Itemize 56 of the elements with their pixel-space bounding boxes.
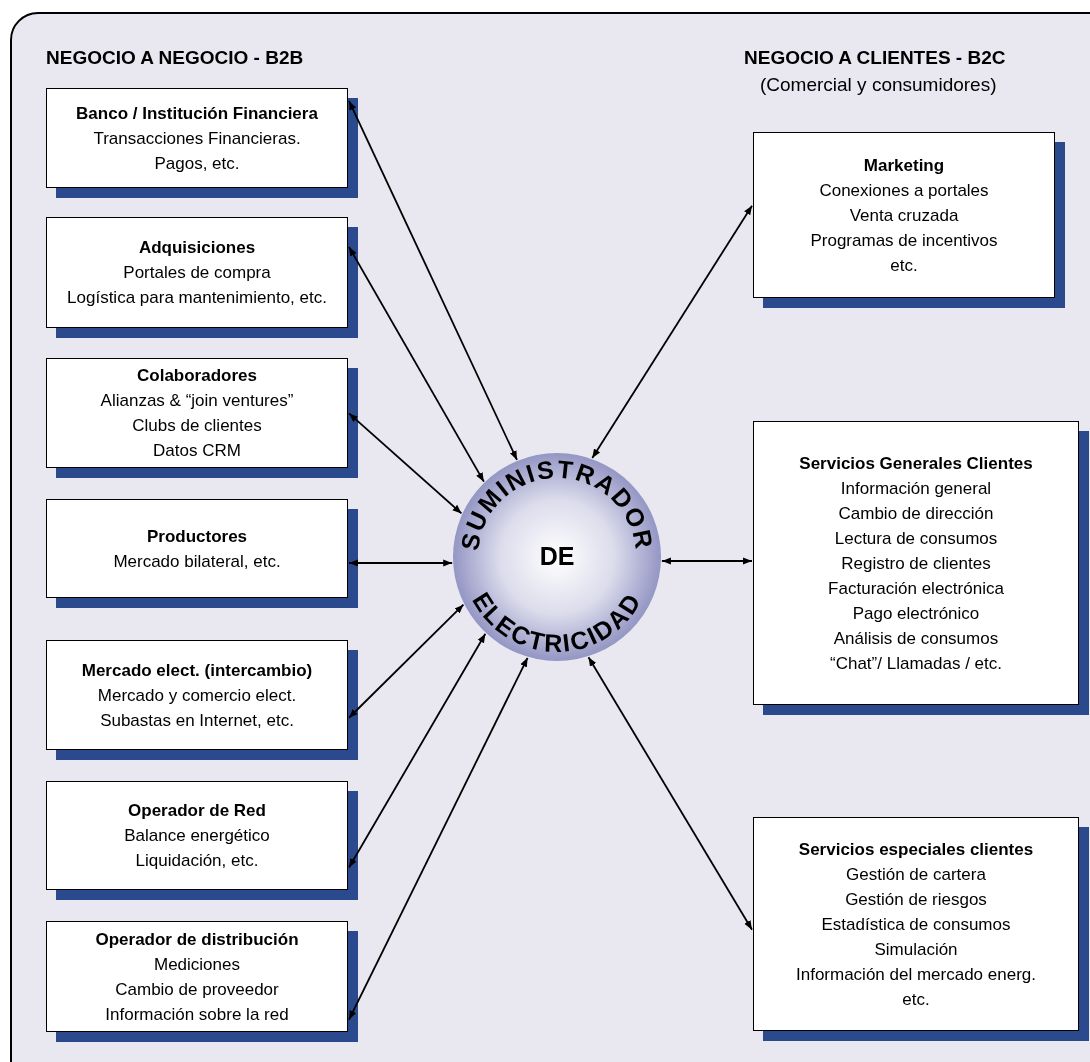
box-text: Mercado y comercio elect. [97, 684, 297, 707]
section-heading: NEGOCIO A CLIENTES - B2C [744, 46, 1006, 70]
box-text: etc. [890, 254, 918, 277]
box-text: Simulación [874, 938, 958, 961]
box-text: Conexiones a portales [819, 179, 989, 202]
double-arrow [591, 204, 753, 459]
box-text: Información general [840, 477, 992, 500]
box-heading: Servicios especiales clientes [798, 838, 1034, 861]
box-text: Análisis de consumos [833, 627, 999, 650]
box-text: Cambio de dirección [838, 502, 994, 525]
box-heading: Servicios Generales Clientes [799, 452, 1033, 475]
double-arrow [348, 603, 465, 719]
box-text: “Chat”/ Llamadas / etc. [830, 652, 1002, 675]
box-text: Gestión de cartera [846, 863, 986, 886]
box-text: Mediciones [154, 953, 240, 976]
box-text: Información del mercado energ. [796, 963, 1036, 986]
box-text: Estadística de consumos [821, 913, 1011, 936]
double-arrow [348, 100, 518, 461]
double-arrow [348, 632, 487, 869]
box-heading: Banco / Institución Financiera [76, 102, 318, 125]
box-text: Programas de incentivos [810, 229, 998, 252]
box-text: Alianzas & “join ventures” [100, 390, 294, 412]
box-heading: Operador de distribución [95, 928, 299, 951]
double-arrow [661, 557, 753, 565]
double-arrow [348, 559, 454, 567]
double-arrow [587, 656, 753, 931]
box-text: Logística para mantenimiento, etc. [67, 287, 327, 309]
box-text: Facturación electrónica [828, 577, 1004, 600]
box-text: Pago electrónico [852, 602, 980, 625]
box-text: Información sobre la red [105, 1003, 289, 1026]
section-heading: NEGOCIO A NEGOCIO - B2B [46, 46, 304, 70]
double-arrow [348, 412, 463, 515]
box-text: Portales de compra [123, 262, 271, 284]
double-arrow [348, 656, 529, 1021]
box-text: Venta cruzada [849, 204, 959, 227]
box-text: Clubs de clientes [132, 415, 262, 437]
section-subheading: (Comercial y consumidores) [760, 73, 997, 97]
box-heading: Colaboradores [137, 365, 257, 387]
box-text: Balance energético [124, 825, 270, 847]
box-text: Datos CRM [153, 440, 241, 462]
box-heading: Operador de Red [128, 800, 266, 822]
box-heading: Adquisiciones [138, 237, 256, 259]
box-text: etc. [902, 988, 930, 1011]
box-text: Cambio de proveedor [115, 978, 279, 1001]
box-text: Registro de clientes [841, 552, 991, 575]
box-text: Gestión de riesgos [845, 888, 987, 911]
box-text: Liquidación, etc. [135, 850, 259, 872]
box-heading: Productores [146, 525, 248, 548]
double-arrow [348, 246, 485, 483]
box-heading: Marketing [863, 154, 945, 177]
box-text: Pagos, etc. [154, 152, 240, 175]
box-text: Subastas en Internet, etc. [100, 709, 294, 732]
box-text: Lectura de consumos [834, 527, 998, 550]
box-text: Transacciones Financieras. [93, 127, 301, 150]
box-heading: Mercado elect. (intercambio) [81, 659, 313, 682]
box-text: Mercado bilateral, etc. [113, 550, 281, 573]
